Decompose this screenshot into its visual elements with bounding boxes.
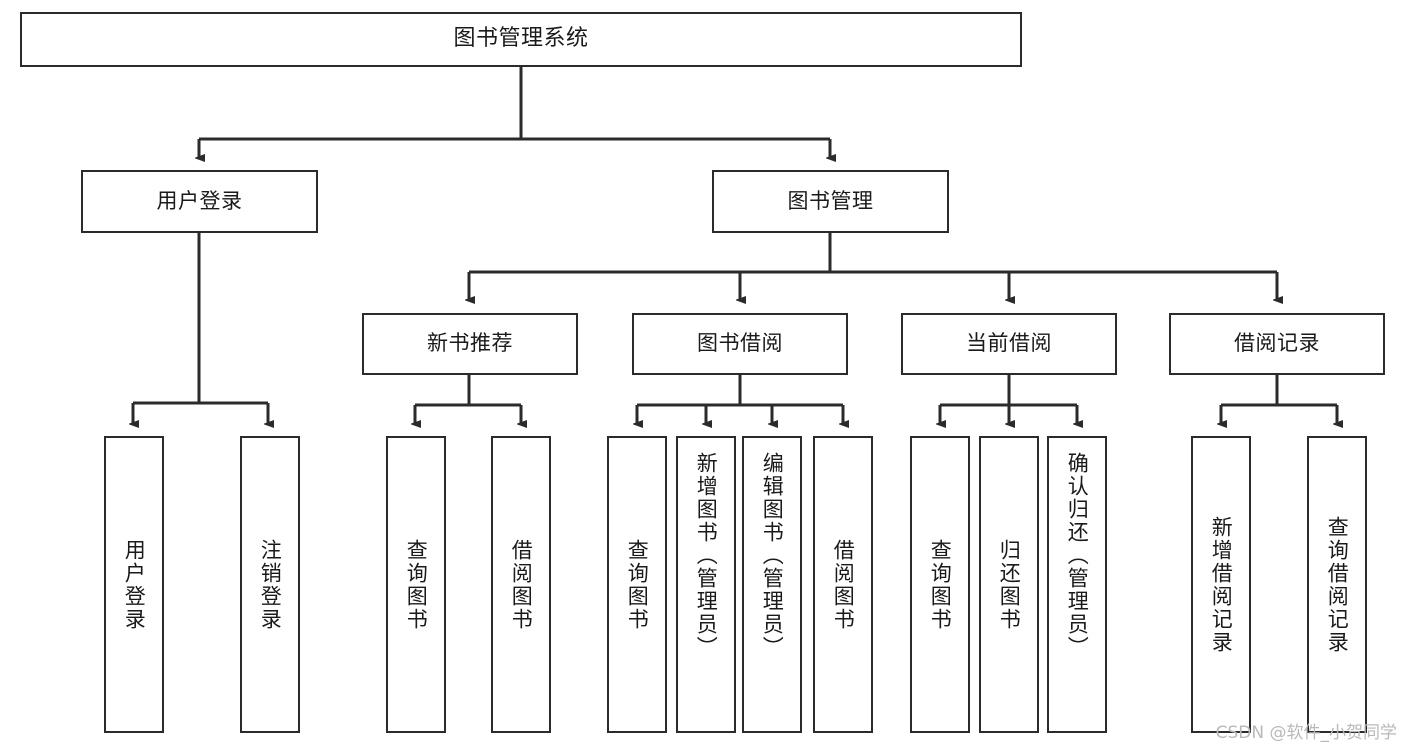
node-label: 当前借阅	[966, 331, 1052, 356]
node-label: 新书推荐	[427, 331, 513, 356]
node-label: 查询借阅记录	[1325, 515, 1350, 654]
leaf-current-borrow-confirm-return[interactable]: 确认归还（管理员）	[1047, 436, 1107, 733]
leaf-new-book-borrow[interactable]: 借阅图书	[491, 436, 551, 733]
leaf-borrow-record-add[interactable]: 新增借阅记录	[1191, 436, 1251, 733]
watermark-text: CSDN @软件_小贺同学	[1215, 723, 1397, 743]
leaf-current-borrow-query[interactable]: 查询图书	[910, 436, 970, 733]
leaf-new-book-query[interactable]: 查询图书	[386, 436, 446, 733]
node-borrow-record[interactable]: 借阅记录	[1169, 313, 1385, 375]
leaf-user-login-logout[interactable]: 注销登录	[240, 436, 300, 733]
node-label: 图书管理	[787, 188, 874, 213]
node-label: 借阅图书	[509, 538, 534, 631]
node-label: 注销登录	[258, 538, 283, 631]
leaf-book-borrow-edit[interactable]: 编辑图书（管理员）	[742, 436, 802, 733]
node-label: 新增借阅记录	[1209, 515, 1234, 654]
leaf-book-borrow-borrow[interactable]: 借阅图书	[813, 436, 873, 733]
node-book-borrow[interactable]: 图书借阅	[632, 313, 848, 375]
node-book-management[interactable]: 图书管理	[712, 170, 949, 233]
node-label: 用户登录	[122, 538, 147, 631]
node-label: 用户登录	[156, 188, 243, 213]
node-label: 归还图书	[997, 538, 1022, 631]
leaf-borrow-record-query[interactable]: 查询借阅记录	[1307, 436, 1367, 733]
node-label: 查询图书	[404, 538, 429, 631]
node-label: 图书借阅	[697, 331, 783, 356]
leaf-book-borrow-add[interactable]: 新增图书（管理员）	[676, 436, 736, 733]
node-label: 借阅图书	[831, 538, 856, 631]
node-label: 图书管理系统	[453, 26, 589, 52]
node-label: 查询图书	[928, 538, 953, 631]
leaf-user-login-login[interactable]: 用户登录	[104, 436, 164, 733]
node-new-book-recommend[interactable]: 新书推荐	[362, 313, 578, 375]
node-label: 编辑图书（管理员）	[760, 452, 785, 659]
node-label: 新增图书（管理员）	[694, 452, 719, 659]
node-current-borrow[interactable]: 当前借阅	[901, 313, 1117, 375]
node-label: 查询图书	[625, 538, 650, 631]
node-user-login[interactable]: 用户登录	[81, 170, 318, 233]
leaf-book-borrow-query[interactable]: 查询图书	[607, 436, 667, 733]
node-root-system[interactable]: 图书管理系统	[20, 12, 1022, 67]
node-label: 借阅记录	[1234, 331, 1320, 356]
leaf-current-borrow-return[interactable]: 归还图书	[979, 436, 1039, 733]
node-label: 确认归还（管理员）	[1065, 452, 1090, 659]
